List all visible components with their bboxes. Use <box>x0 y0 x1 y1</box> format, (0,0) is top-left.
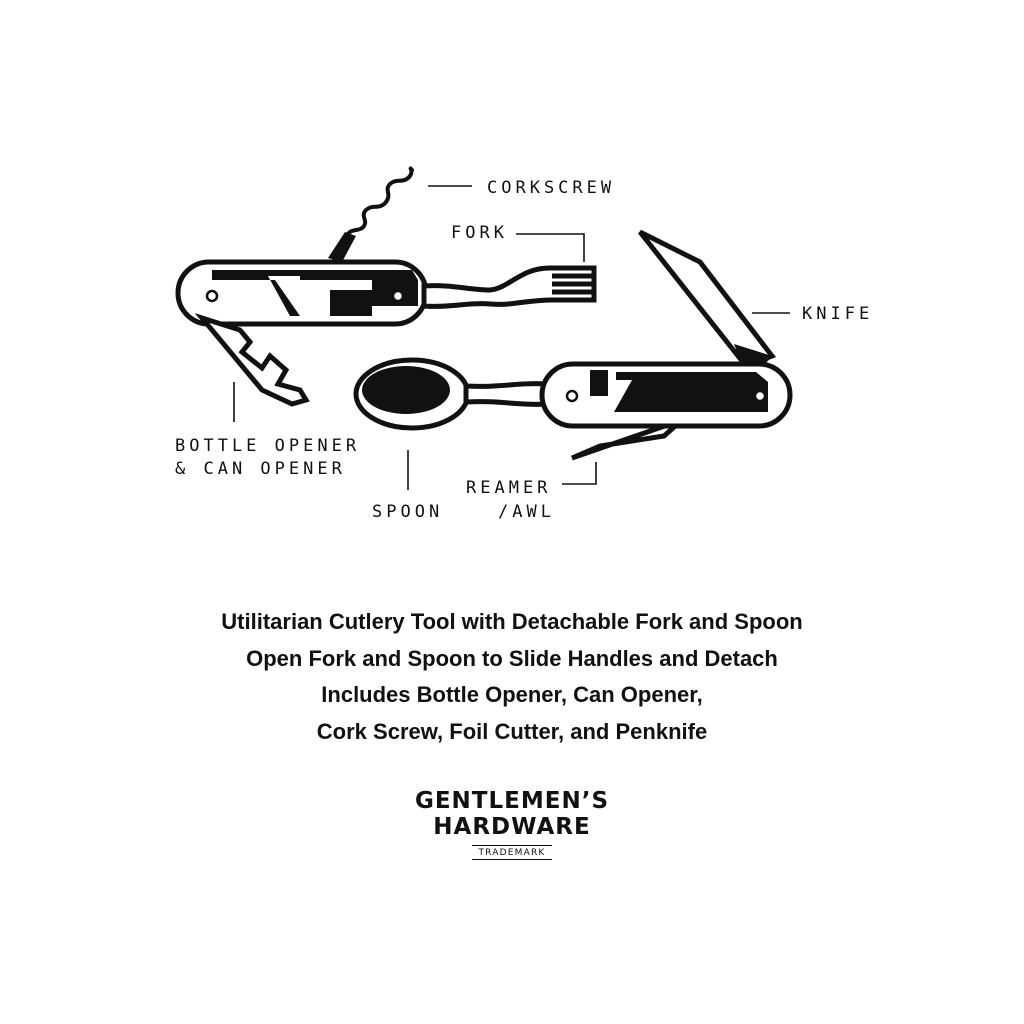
label-spoon: SPOON <box>372 502 443 522</box>
spoon-illustration <box>353 357 549 431</box>
feature-line: Includes Bottle Opener, Can Opener, <box>321 682 703 707</box>
label-corkscrew: CORKSCREW <box>487 178 615 198</box>
reamer-leader <box>562 462 597 485</box>
knife-illustration <box>638 229 777 370</box>
tool-diagram: CORKSCREW FORK KNIFE BOTTLE OPENER & CAN… <box>175 166 873 522</box>
lower-tool-handle <box>353 229 793 461</box>
reamer-awl-illustration <box>571 417 684 461</box>
upper-tool-handle <box>175 166 597 407</box>
label-knife: KNIFE <box>802 304 873 324</box>
label-reamer-line2: /AWL <box>498 502 555 522</box>
brand-trademark: TRADEMARK <box>472 845 552 860</box>
fork-illustration <box>421 265 597 309</box>
label-reamer-line1: REAMER <box>466 478 551 498</box>
label-bottle-opener-line1: BOTTLE OPENER <box>175 436 360 456</box>
brand-name-line1: GENTLEMEN’S <box>414 788 610 814</box>
feature-line: Cork Screw, Foil Cutter, and Penknife <box>316 718 708 744</box>
feature-list: Utilitarian Cutlery Tool with Detachable… <box>0 604 1024 750</box>
brand-logo: GENTLEMEN’S HARDWARE TRADEMARK <box>412 788 612 860</box>
label-bottle-opener-line2: & CAN OPENER <box>175 459 346 479</box>
feature-line: Utilitarian Cutlery Tool with Detachable… <box>221 609 803 634</box>
fork-leader <box>516 233 585 262</box>
brand-name-line2: HARDWARE <box>433 814 591 840</box>
bottle-opener-illustration <box>194 313 310 407</box>
label-fork: FORK <box>451 223 508 243</box>
feature-line: Open Fork and Spoon to Slide Handles and… <box>246 645 778 671</box>
corkscrew-illustration <box>328 166 414 262</box>
